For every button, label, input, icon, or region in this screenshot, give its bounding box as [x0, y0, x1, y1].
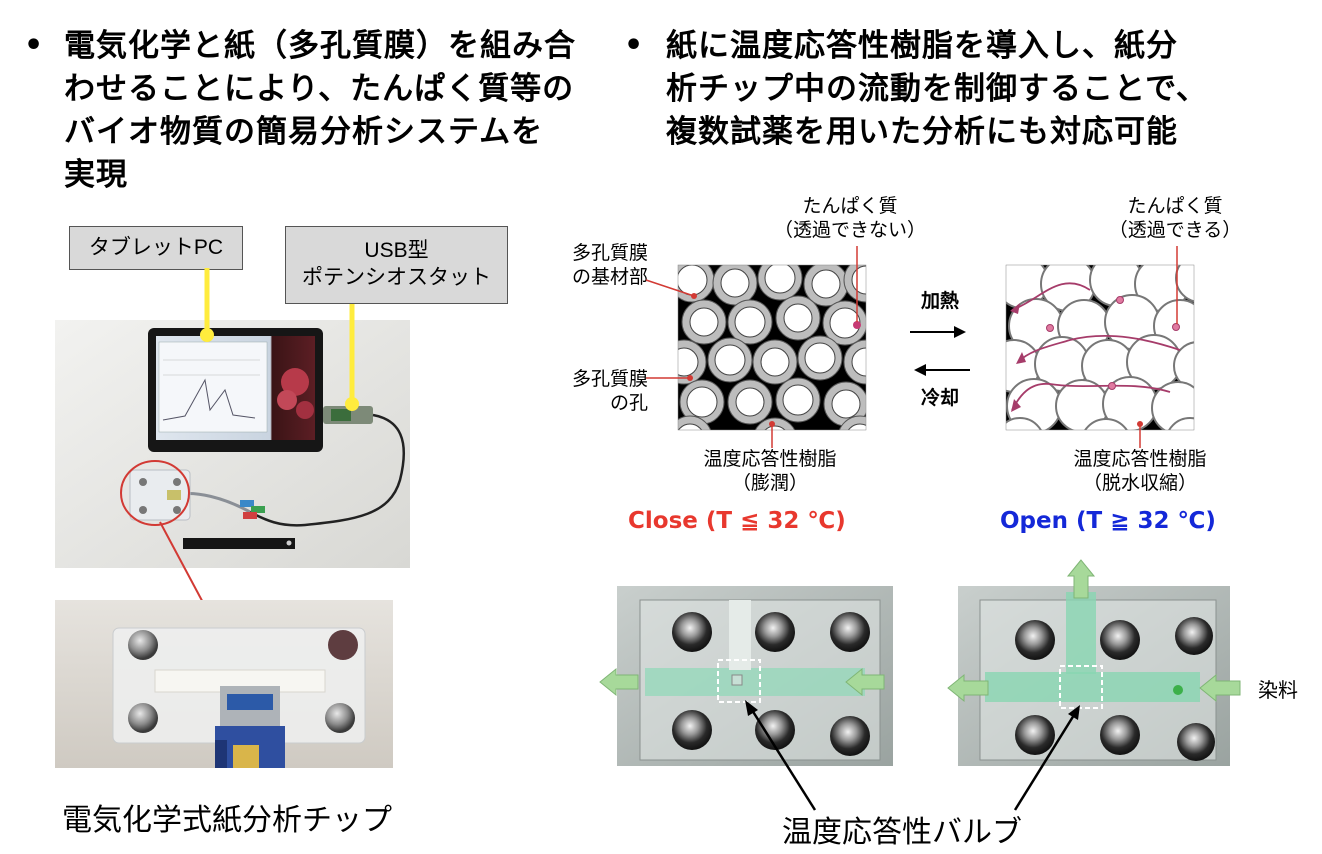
membrane-base-label: 多孔質膜 の基材部	[548, 242, 648, 290]
cooling-label: 冷却	[920, 388, 959, 409]
dye-label: 染料	[1258, 680, 1298, 702]
open-state-label: Open (T ≧ 32 ℃)	[1000, 508, 1216, 534]
membrane-base-label-line-1: 多孔質膜	[571, 243, 648, 264]
open-valve-box	[1059, 665, 1103, 709]
right-heading: 紙に温度応答性樹脂を導入し、紙分 析チップ中の流動を制御することで、 複数試薬を…	[666, 25, 1266, 154]
paper-chip-caption: 電気化学式紙分析チップ	[62, 804, 392, 837]
resin-swell-label-line-2: （膨潤）	[731, 473, 808, 494]
left-heading: 電気化学と紙（多孔質膜）を組み合 わせることにより、たんぱく質等の バイオ物質の…	[64, 25, 584, 197]
protein-pass-label-line-1: たんぱく質	[1127, 196, 1223, 217]
flow-arrow-1	[1011, 282, 1091, 311]
protein-dot-open-3	[1172, 323, 1180, 331]
left-heading-line-3: バイオ物質の簡易分析システムを	[64, 114, 544, 150]
open-membrane	[1006, 265, 1194, 430]
protein-pass-label: たんぱく質 （透過できる）	[1090, 195, 1260, 243]
protein-dot-open-4	[1108, 382, 1116, 390]
protein-dot-open-1	[1116, 296, 1124, 304]
resin-shrink-label-line-1: 温度応答性樹脂	[1073, 449, 1207, 470]
open-channel-vertical	[1066, 592, 1096, 674]
flow-arrow-2	[1017, 334, 1181, 363]
left-heading-line-2: わせることにより、たんぱく質等の	[64, 71, 575, 107]
protein-pass-label-line-2: （透過できる）	[1108, 220, 1242, 241]
tablet-leader-dot	[200, 328, 214, 342]
close-state-label: Close (T ≦ 32 ℃)	[628, 508, 846, 534]
right-heading-line-2: 析チップ中の流動を制御することで、	[666, 71, 1208, 107]
chip-highlight-circle	[120, 460, 190, 526]
resin-swell-label-line-1: 温度応答性樹脂	[703, 449, 837, 470]
right-heading-line-1: 紙に温度応答性樹脂を導入し、紙分	[666, 28, 1178, 64]
resin-shrink-label-line-2: （脱水収縮）	[1082, 473, 1197, 494]
closed-dye-in-arrow	[845, 667, 885, 697]
closed-valve-photo	[599, 586, 893, 766]
resin-shrink-label: 温度応答性樹脂 （脱水収縮）	[1050, 448, 1230, 496]
potentiostat-label: USB型 ポテンシオスタット	[285, 226, 508, 304]
membrane-pore-label-line-1: 多孔質膜	[571, 369, 648, 390]
valve-pointer-left	[750, 709, 817, 811]
closed-out-arrow	[599, 667, 639, 697]
open-out-arrow-up	[1066, 559, 1096, 599]
protein-blocked-label-line-2: （透過できない）	[773, 220, 926, 241]
protein-dot-closed	[853, 321, 861, 329]
membrane-base-label-line-2: の基材部	[571, 267, 648, 288]
protein-blocked-label-line-1: たんぱく質	[802, 196, 898, 217]
potentiostat-label-line-1: USB型	[364, 239, 429, 262]
closed-valve-box	[717, 659, 761, 703]
valve-pointer-right	[1013, 714, 1076, 811]
valve-caption: 温度応答性バルブ	[782, 816, 1022, 849]
closed-channel	[645, 668, 865, 696]
resin-swell-label: 温度応答性樹脂 （膨潤）	[680, 448, 860, 496]
tablet-pc-label-text: タブレットPC	[88, 236, 224, 259]
chip-closeup-photo	[55, 600, 393, 768]
open-out-arrow-left	[947, 673, 989, 703]
potentiostat-label-line-2: ポテンシオスタット	[302, 266, 491, 289]
protein-dot-open-2	[1046, 324, 1054, 332]
left-heading-line-1: 電気化学と紙（多孔質膜）を組み合	[64, 28, 576, 64]
open-channel-horizontal	[985, 672, 1200, 702]
tablet-pc-label: タブレットPC	[69, 226, 243, 270]
black-strip	[183, 538, 295, 549]
membrane-pore-label: 多孔質膜 の孔	[548, 368, 648, 416]
right-bullet: •	[624, 28, 644, 63]
left-bullet: •	[24, 28, 44, 63]
chip-zoom-arrow	[159, 521, 208, 611]
heating-label: 加熱	[920, 291, 959, 312]
left-heading-line-4: 実現	[64, 157, 128, 193]
potentiostat-leader-dot	[345, 397, 359, 411]
flow-arrow-3	[1011, 383, 1171, 411]
closed-membrane	[678, 265, 866, 430]
open-dye-in-arrow	[1199, 673, 1241, 703]
membrane-pore-label-line-2: の孔	[609, 393, 648, 414]
protein-blocked-label: たんぱく質 （透過できない）	[760, 195, 940, 243]
right-heading-line-3: 複数試薬を用いた分析にも対応可能	[666, 114, 1178, 150]
open-valve-photo	[947, 559, 1241, 766]
